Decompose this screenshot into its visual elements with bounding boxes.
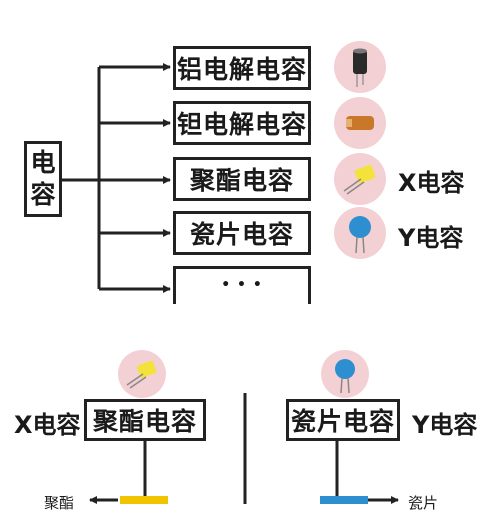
branch-label: 聚酯电容: [189, 166, 294, 195]
branch-ceramic: 瓷片电容: [173, 211, 311, 255]
ceramic-box-bottom: 瓷片电容: [286, 399, 400, 441]
root-capacitor-box: 电 容: [24, 141, 62, 217]
aluminum-electrolytic-capacitor-icon: [334, 41, 386, 93]
ceramic-box-label: 瓷片电容: [290, 407, 395, 436]
branch-label: 钽电解电容: [176, 110, 307, 139]
branch-polyester: 聚酯电容: [173, 157, 311, 201]
y-capacitor-tag: Y电容: [398, 224, 464, 252]
root-label-line2: 容: [30, 180, 56, 209]
x-capacitor-tag: X电容: [398, 169, 465, 197]
branch-label: 瓷片电容: [189, 220, 294, 249]
x-capacitor-tag-bottom: X电容: [14, 411, 81, 439]
branch-more: • • •: [173, 266, 311, 304]
polyester-capacitor-icon: [334, 153, 386, 205]
ceramic-capacitor-icon: [321, 350, 369, 398]
polyester-side-label: 聚酯: [44, 494, 75, 512]
branch-label: • • •: [221, 277, 263, 293]
ceramic-side-label: 瓷片: [408, 494, 439, 512]
polyester-plate: [120, 496, 168, 504]
y-capacitor-tag-bottom: Y电容: [412, 411, 478, 439]
branch-tantalum-electrolytic: 钽电解电容: [173, 101, 311, 145]
polyester-box-label: 聚酯电容: [92, 407, 197, 436]
polyester-box-bottom: 聚酯电容: [84, 399, 206, 441]
branch-label: 铝电解电容: [176, 55, 307, 84]
tantalum-capacitor-icon: [334, 97, 386, 149]
branch-aluminum-electrolytic: 铝电解电容: [173, 46, 311, 90]
polyester-capacitor-icon: [118, 350, 166, 398]
ceramic-plate: [320, 496, 368, 504]
ceramic-capacitor-icon: [334, 207, 386, 259]
root-label-line1: 电: [30, 148, 56, 177]
